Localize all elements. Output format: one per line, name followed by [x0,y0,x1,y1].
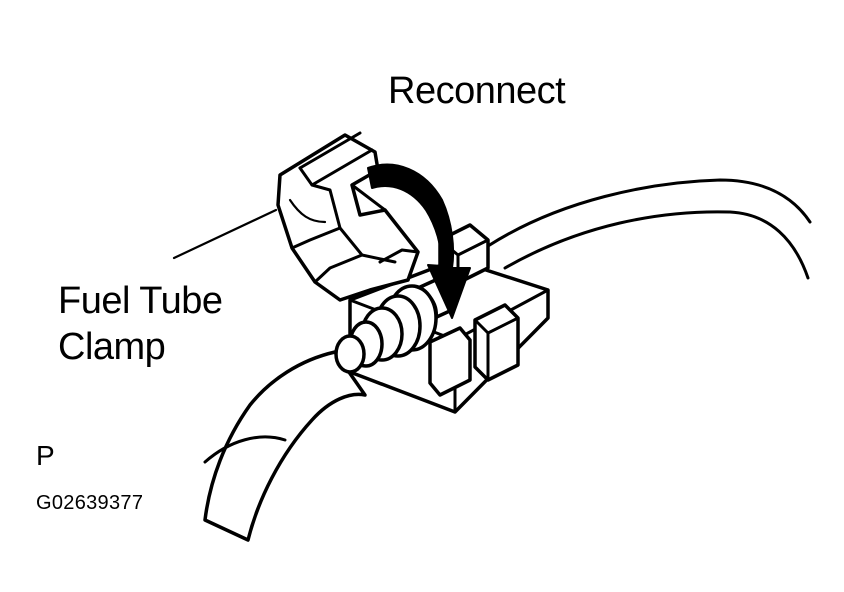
figure-code: G02639377 [36,492,144,514]
reconnect-label: Reconnect [388,70,566,112]
clamp-label-line-1: Fuel Tube [58,280,223,322]
fuel-hose-left [203,350,367,542]
view-letter: P [36,440,55,471]
fuel-tube-right [486,178,812,280]
clamp-leader-line [172,208,278,260]
fuel-tube-clamp-label: Fuel Tube Clamp [58,278,223,370]
curved-arrow-icon [367,163,471,319]
tube-connector [334,284,438,374]
clamp-label-line-2: Clamp [58,326,166,368]
clamp-lid [276,131,420,302]
